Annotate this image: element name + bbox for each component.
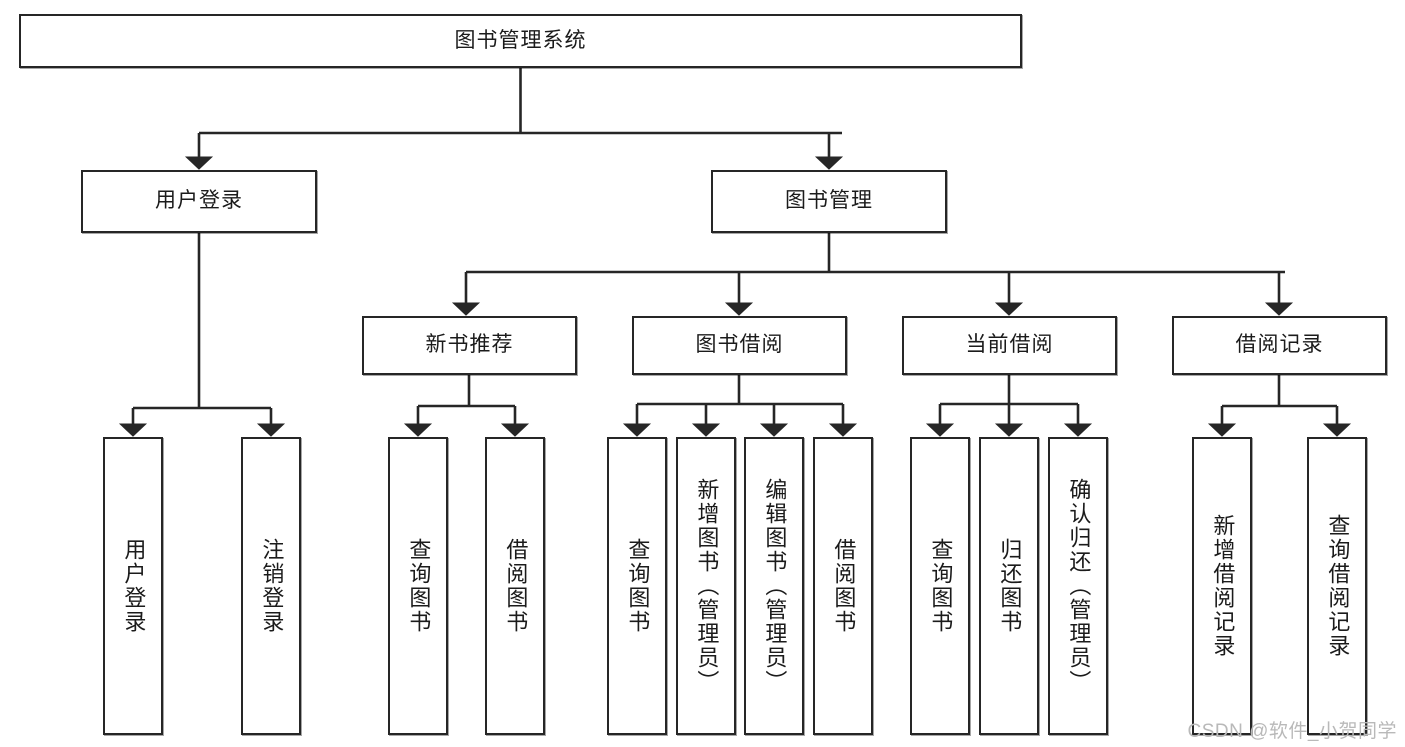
node-borrow-records[interactable]: 借阅记录 — [1172, 316, 1387, 375]
node-label: 新增图书（管理员） — [694, 478, 720, 694]
node-label: 归还图书 — [997, 538, 1023, 634]
node-leaf-edit-book-admin[interactable]: 编辑图书（管理员） — [744, 437, 804, 735]
node-leaf-add-borrow-record[interactable]: 新增借阅记录 — [1192, 437, 1252, 735]
node-leaf-query-book-borrow[interactable]: 查询图书 — [607, 437, 667, 735]
node-label: 查询图书 — [406, 538, 432, 634]
node-label: 新增借阅记录 — [1210, 514, 1236, 658]
node-label: 借阅图书 — [831, 538, 857, 634]
node-leaf-return-book[interactable]: 归还图书 — [979, 437, 1039, 735]
node-current-borrow[interactable]: 当前借阅 — [902, 316, 1117, 375]
node-label: 编辑图书（管理员） — [762, 478, 788, 694]
node-label: 图书管理 — [785, 189, 873, 213]
node-label: 确认归还（管理员） — [1066, 478, 1092, 694]
node-leaf-confirm-return-admin[interactable]: 确认归还（管理员） — [1048, 437, 1108, 735]
node-label: 借阅图书 — [503, 538, 529, 634]
node-label: 借阅记录 — [1235, 333, 1324, 357]
node-leaf-borrow-book-newbook[interactable]: 借阅图书 — [485, 437, 545, 735]
node-label: 查询借阅记录 — [1325, 514, 1351, 658]
node-label: 新书推荐 — [425, 333, 514, 357]
node-root-book-management-system[interactable]: 图书管理系统 — [19, 14, 1022, 68]
node-leaf-borrow-book-borrow[interactable]: 借阅图书 — [813, 437, 873, 735]
node-label: 注销登录 — [259, 538, 285, 634]
node-leaf-user-login[interactable]: 用户登录 — [103, 437, 163, 735]
node-book-borrow[interactable]: 图书借阅 — [632, 316, 847, 375]
node-leaf-add-book-admin[interactable]: 新增图书（管理员） — [676, 437, 736, 735]
node-leaf-logout[interactable]: 注销登录 — [241, 437, 301, 735]
node-leaf-query-borrow-record[interactable]: 查询借阅记录 — [1307, 437, 1367, 735]
node-label: 当前借阅 — [965, 333, 1054, 357]
node-label: 用户登录 — [155, 189, 243, 213]
csdn-watermark: CSDN @软件_小贺同学 — [1187, 721, 1397, 742]
node-leaf-query-book-newbook[interactable]: 查询图书 — [388, 437, 448, 735]
node-label: 查询图书 — [625, 538, 651, 634]
node-label: 用户登录 — [121, 538, 147, 634]
node-leaf-query-book-current[interactable]: 查询图书 — [910, 437, 970, 735]
node-user-login[interactable]: 用户登录 — [81, 170, 317, 233]
node-label: 图书借阅 — [695, 333, 784, 357]
node-label: 图书管理系统 — [454, 28, 587, 52]
node-new-book-recommend[interactable]: 新书推荐 — [362, 316, 577, 375]
node-label: 查询图书 — [928, 538, 954, 634]
node-book-management[interactable]: 图书管理 — [711, 170, 947, 233]
